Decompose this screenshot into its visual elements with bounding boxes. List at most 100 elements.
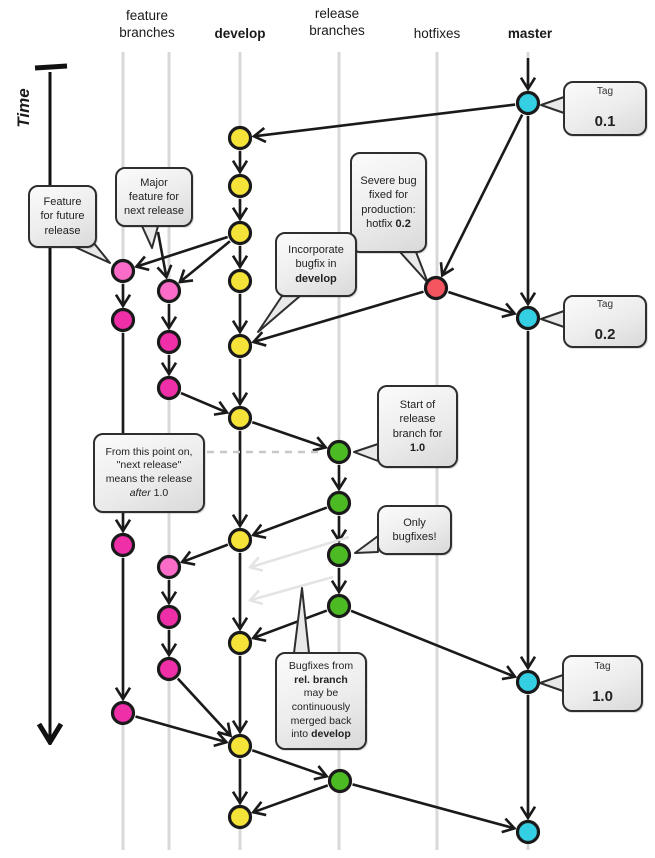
callout-major-feature-next-release: Major feature for next release: [115, 167, 193, 227]
tag-1-0-tail: [539, 674, 564, 692]
commit-node-feature: [110, 700, 136, 726]
commit-node-feature: [156, 329, 182, 355]
commit-node-master: [515, 90, 541, 116]
callout-text: Bugfixes from rel. branch may be continu…: [289, 660, 353, 742]
commit-node-develop: [227, 125, 253, 151]
commit-node-release: [326, 593, 352, 619]
callout-text: Major feature for next release: [124, 176, 184, 218]
tag-0-1-tail: [540, 96, 565, 114]
commit-node-develop: [227, 630, 253, 656]
callout-text-part: 1.0: [150, 486, 169, 499]
callout-text: Tag 1.0: [592, 646, 613, 721]
commit-node-develop: [227, 220, 253, 246]
incorporate-tail: [257, 295, 301, 333]
commit-arrow: [254, 609, 328, 638]
callout-text-italic: after: [129, 486, 151, 499]
callout-from-this-point-on: From this point on, "next release" means…: [93, 433, 205, 513]
commit-node-release: [326, 542, 352, 568]
commit-arrow: [254, 290, 424, 342]
commit-node-feature: [156, 656, 182, 682]
tag-0-2-tail: [540, 310, 565, 328]
commit-node-feature: [156, 375, 182, 401]
commit-node-develop: [227, 405, 253, 431]
merge-arrow-faded: [251, 535, 350, 567]
commit-arrow: [443, 114, 524, 275]
callout-text: Only bugfixes!: [392, 516, 437, 543]
callout-text: Severe bug fixed for production: hotfix …: [360, 174, 416, 231]
lane-label-master: master: [507, 26, 553, 41]
callout-tag-1-0: Tag 1.0: [562, 655, 643, 712]
callout-text: Incorporate bugfix in develop: [288, 243, 344, 286]
commit-node-release: [326, 490, 352, 516]
tag-word: Tag: [594, 661, 611, 673]
callout-bugfixes-merged-back: Bugfixes from rel. branch may be continu…: [275, 652, 367, 750]
commit-node-feature_first: [110, 258, 136, 284]
tag-word: Tag: [596, 299, 614, 311]
commit-node-feature: [110, 307, 136, 333]
commit-node-feature_first: [156, 554, 182, 580]
commit-arrow: [251, 749, 326, 776]
callout-tag-0-2: Tag 0.2: [563, 295, 647, 348]
commit-node-feature_first: [156, 278, 182, 304]
callout-only-bugfixes: Only bugfixes!: [377, 505, 452, 555]
callout-text-part: Bugfixes from: [288, 660, 354, 673]
start-release-tail: [353, 443, 379, 462]
merge-arrow-faded: [251, 575, 334, 600]
callout-text: Start of release branch for 1.0: [393, 398, 443, 455]
callout-feature-for-future-release: Feature for future release: [28, 185, 97, 248]
callout-tag-0-1: Tag 0.1: [563, 81, 647, 136]
major-feature-tail: [141, 225, 159, 249]
commit-node-master: [515, 819, 541, 845]
commit-arrow: [137, 235, 229, 266]
commit-node-hotfix: [423, 275, 449, 301]
tag-value: 1.0: [592, 688, 613, 706]
callout-text-part: Severe bug fixed for production: hotfix: [360, 174, 417, 230]
commit-node-develop: [227, 733, 253, 759]
commit-node-develop: [227, 268, 253, 294]
commit-node-master: [515, 669, 541, 695]
commit-arrow: [183, 543, 229, 562]
callout-text-bold: 1.0: [409, 441, 426, 454]
callout-text: Feature for future release: [40, 196, 85, 237]
lane-label-hotfixes: hotfixes: [413, 26, 461, 41]
only-bugfixes-tail: [354, 535, 379, 554]
tag-value: 0.2: [594, 326, 616, 344]
callout-incorporate-bugfix: Incorporate bugfix in develop: [275, 232, 357, 297]
commit-arrow: [254, 784, 329, 812]
commit-node-feature: [110, 532, 136, 558]
severe-bug-tail: [399, 251, 429, 284]
commit-arrow: [181, 240, 231, 281]
callout-text: Tag 0.2: [595, 284, 616, 359]
commit-node-develop: [227, 173, 253, 199]
callout-text-bold: develop: [295, 272, 337, 285]
time-arrow-bar: [34, 63, 68, 71]
commit-arrow: [251, 420, 325, 447]
callout-text-part: Incorporate bugfix in: [288, 244, 344, 271]
commit-arrow: [158, 231, 166, 276]
commit-node-develop: [227, 333, 253, 359]
commit-arrow: [352, 783, 514, 828]
callout-text-part: may be continuously merged back into: [290, 687, 352, 741]
commit-arrow: [447, 290, 513, 313]
commit-node-feature: [156, 604, 182, 630]
commit-node-develop: [227, 527, 253, 553]
callout-text-bold: rel. branch: [294, 673, 348, 686]
callout-text-part: From this point on, "next release" means…: [105, 445, 193, 485]
bugfixes-from-tail: [293, 587, 310, 654]
time-axis-label: Time: [14, 88, 33, 128]
commit-node-develop: [227, 804, 253, 830]
callout-start-release-branch: Start of release branch for 1.0: [377, 385, 458, 468]
callout-text-bold: 0.2: [395, 217, 411, 230]
lane-label-develop: develop: [214, 26, 266, 41]
commit-arrow: [255, 103, 516, 137]
commit-arrow: [350, 609, 514, 677]
callout-text-part: Start of release branch for: [392, 398, 443, 440]
commit-node-master: [515, 305, 541, 331]
tag-word: Tag: [596, 86, 614, 98]
lane-label-feature-branches: feature branches: [119, 8, 175, 40]
commit-node-release: [327, 768, 353, 794]
lane-label-release-branches: release branches: [309, 6, 365, 38]
commit-arrow: [176, 677, 230, 735]
callout-text: Tag 0.1: [595, 71, 616, 146]
